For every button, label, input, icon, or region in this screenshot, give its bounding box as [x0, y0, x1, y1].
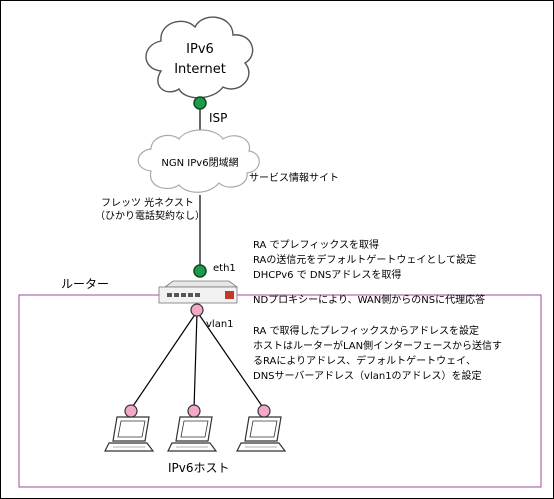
lan-note-1: RA で取得したプレフィックスからアドレスを設定 [253, 324, 479, 337]
eth1-label: eth1 [213, 263, 236, 274]
ndproxy-note: NDプロキシーにより、WAN側からのNSに代理応答 [253, 293, 485, 306]
lan-note-3: るRAによりアドレス、デフォルトゲートウェイ、 [253, 354, 476, 367]
vlan1-node [190, 303, 204, 317]
host-laptop-1 [104, 416, 155, 452]
lan-note-4: DNSサーバーアドレス（vlan1のアドレス）を設定 [253, 369, 482, 382]
vlan1-label: vlan1 [206, 319, 234, 330]
host-laptop-2 [167, 416, 218, 452]
lan-segment-box [18, 294, 542, 488]
wan-note-1: RA でプレフィックスを取得 [253, 239, 379, 251]
service-site-label: サービス情報サイト [249, 171, 339, 184]
wan-note-3: DHCPv6 で DNSアドレスを取得 [253, 269, 401, 281]
internet-cloud-line1: IPv6 [186, 42, 214, 57]
ngn-cloud-label: NGN IPv6閉域網 [161, 156, 238, 169]
ngn-cloud [137, 129, 260, 193]
hosts-label: IPv6ホスト [168, 461, 230, 475]
router-icon [158, 280, 239, 304]
link-host-3 [197, 312, 265, 410]
link-host-1 [130, 312, 197, 410]
host-1-node [124, 404, 138, 418]
isp-label: ISP [209, 111, 227, 125]
flets-label-line2: （ひかり電話契約なし） [95, 209, 205, 222]
host-2-node [187, 404, 201, 418]
host-3-node [257, 404, 271, 418]
host-laptop-3 [236, 416, 287, 452]
isp-node [193, 96, 207, 110]
flets-label-line1: フレッツ 光ネクスト [101, 196, 194, 209]
internet-cloud-line2: Internet [174, 62, 226, 77]
eth1-node [193, 264, 207, 278]
link-host-2 [193, 312, 198, 410]
router-label: ルーター [61, 277, 109, 291]
internet-cloud [145, 16, 254, 99]
lan-note-2: ホストはルーターがLAN側インターフェースから送信す [253, 339, 502, 352]
wan-note-2: RAの送信元をデフォルトゲートウェイとして設定 [253, 253, 476, 266]
